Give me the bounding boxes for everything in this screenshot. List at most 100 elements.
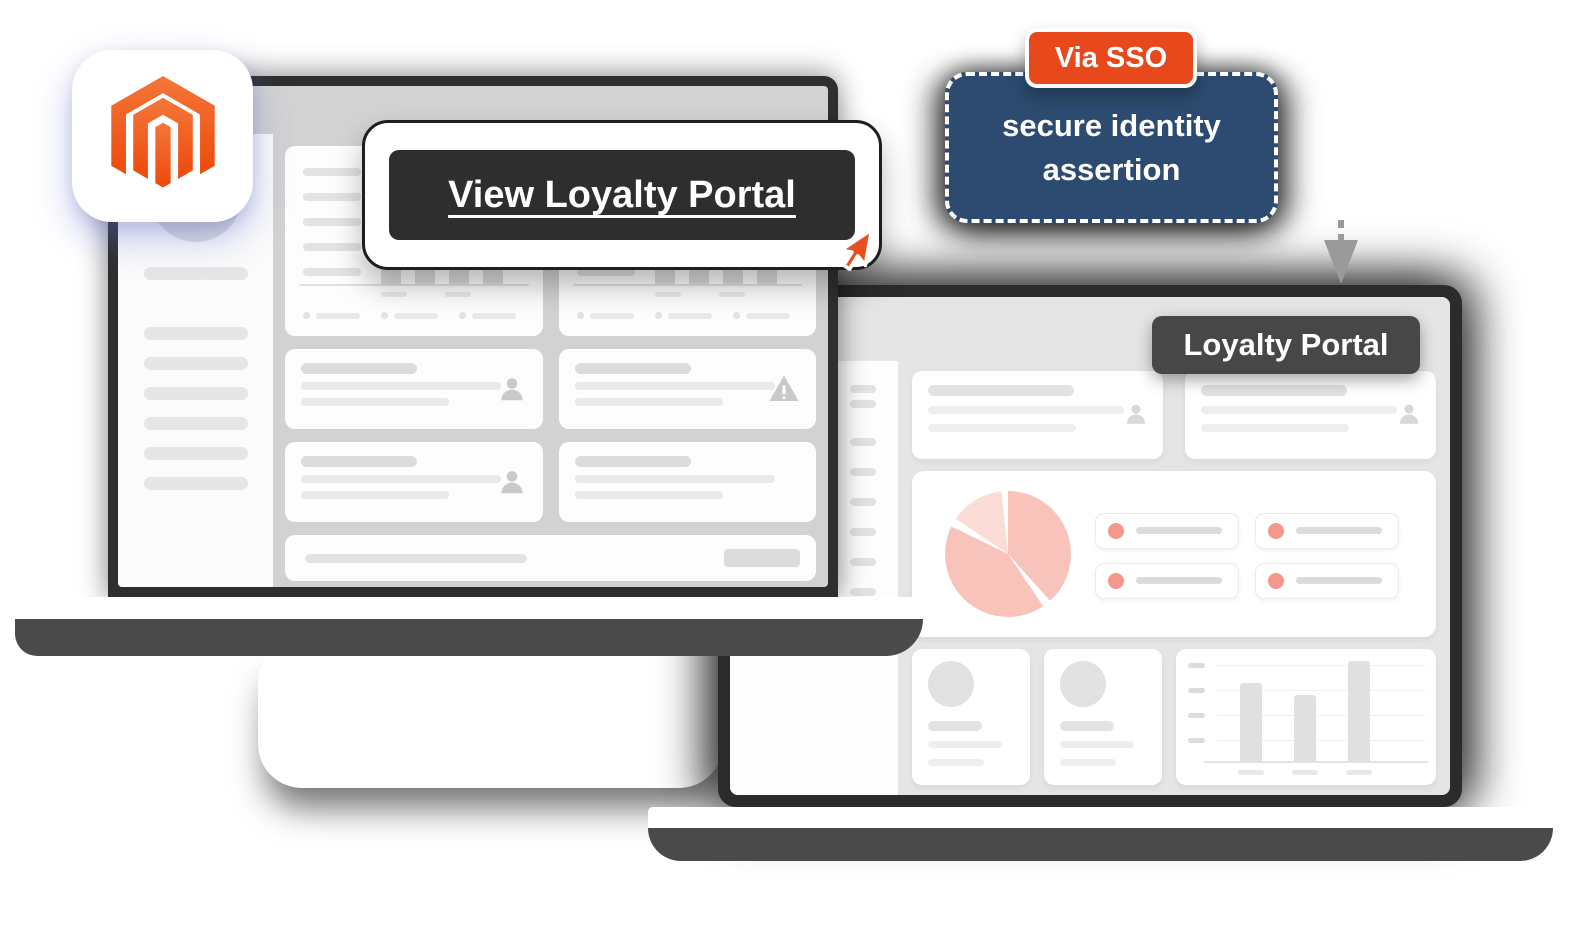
- skeleton-line: [500, 482, 523, 494]
- member-card: [912, 649, 1030, 785]
- sidebar-menu-line: [850, 588, 876, 596]
- skeleton-line: [1188, 713, 1205, 718]
- stat-dot: [1268, 573, 1284, 589]
- bar-chart-card: [1176, 649, 1436, 785]
- skeleton-line: [718, 292, 745, 297]
- legend-dot: [381, 312, 388, 319]
- record-card: [285, 442, 543, 522]
- skeleton-line: [303, 193, 361, 201]
- skeleton-line: [574, 456, 691, 467]
- skeleton-line: [1296, 577, 1382, 584]
- sidebar-menu-line: [850, 468, 876, 476]
- laptop-hinge: [648, 807, 1553, 828]
- skeleton-line: [574, 491, 723, 499]
- view-loyalty-portal-label: View Loyalty Portal: [448, 173, 796, 216]
- skeleton-line: [928, 385, 1074, 396]
- skeleton-line: [154, 122, 171, 188]
- skeleton-line: [1404, 404, 1414, 414]
- via-sso-label: Via SSO: [1054, 41, 1168, 74]
- magento-app-card: [72, 50, 253, 222]
- skeleton-line: [305, 554, 527, 563]
- person-icon: [500, 378, 523, 401]
- skeleton-line: [301, 475, 501, 483]
- admin-row-3: [285, 442, 816, 522]
- portal-body: [730, 361, 1450, 795]
- loyalty-portal-screen: [730, 297, 1450, 795]
- alert-card: [558, 349, 816, 429]
- skeleton-line: [303, 168, 361, 176]
- skeleton-line: [782, 396, 786, 400]
- skeleton-line: [1399, 414, 1419, 424]
- arrow-down-icon: [1338, 220, 1344, 240]
- stat-dot: [1108, 523, 1124, 539]
- skeleton-line: [1216, 665, 1426, 666]
- portal-bottom-cards: [912, 649, 1436, 785]
- legend-dot: [732, 312, 740, 319]
- skeleton-line: [928, 406, 1124, 414]
- skeleton-line: [445, 292, 471, 297]
- legend-dot: [459, 312, 466, 319]
- button-placeholder: [724, 549, 800, 567]
- sidebar-menu-line: [143, 357, 248, 370]
- skeleton-line: [667, 313, 712, 319]
- view-loyalty-portal-button[interactable]: View Loyalty Portal: [389, 150, 855, 240]
- skeleton-line: [1201, 424, 1349, 432]
- sso-callout-box: secure identity assertion: [945, 72, 1278, 223]
- skeleton-line: [1296, 527, 1382, 534]
- skeleton-line: [1188, 663, 1205, 668]
- skeleton-line: [316, 313, 360, 319]
- skeleton-line: [1060, 721, 1114, 731]
- record-card: [285, 349, 543, 429]
- skeleton-line: [1060, 759, 1116, 766]
- skeleton-line: [132, 97, 193, 179]
- loyalty-portal-badge-label: Loyalty Portal: [1183, 327, 1389, 362]
- skeleton-line: [301, 363, 417, 374]
- record-card: [558, 442, 816, 522]
- cursor-icon: [839, 227, 874, 271]
- sidebar-menu-line: [850, 528, 876, 536]
- sidebar-menu-line: [143, 327, 248, 340]
- sidebar-menu-line: [850, 558, 876, 566]
- skeleton-line: [1238, 770, 1264, 775]
- skeleton-line: [928, 721, 982, 731]
- skeleton-line: [1188, 688, 1205, 693]
- skeleton-line: [394, 313, 438, 319]
- axis-line: [572, 284, 802, 286]
- person-icon: [500, 471, 523, 494]
- stat-row: [1255, 563, 1399, 599]
- stat-row: [1255, 513, 1399, 549]
- skeleton-line: [589, 313, 634, 319]
- sidebar-menu-line: [143, 387, 248, 400]
- warning-icon: [769, 375, 799, 401]
- stat-dot: [1108, 573, 1124, 589]
- skeleton-line: [1060, 741, 1134, 748]
- legend-dot: [654, 312, 662, 319]
- bar: [1240, 683, 1262, 761]
- bar: [1294, 695, 1316, 761]
- skeleton-line: [301, 456, 417, 467]
- sidebar-menu-line: [143, 477, 248, 490]
- skeleton-line: [574, 363, 691, 374]
- legend-dot: [576, 312, 584, 319]
- loyalty-portal-badge: Loyalty Portal: [1152, 316, 1420, 374]
- skeleton-line: [928, 424, 1076, 432]
- skeleton-line: [782, 385, 786, 395]
- skeleton-line: [1216, 715, 1426, 716]
- sidebar-menu-line: [850, 438, 876, 446]
- person-icon: [1126, 404, 1146, 424]
- skeleton-line: [301, 491, 449, 499]
- skeleton-line: [506, 471, 517, 482]
- avatar: [928, 661, 974, 707]
- skeleton-line: [928, 741, 1002, 748]
- stat-dot: [1268, 523, 1284, 539]
- sidebar-menu-line: [143, 417, 248, 430]
- legend-dot: [303, 312, 310, 319]
- skeleton-line: [1201, 406, 1397, 414]
- portal-main: [898, 361, 1450, 795]
- skeleton-line: [1292, 770, 1318, 775]
- sidebar-menu-line: [850, 498, 876, 506]
- customer-card: [912, 371, 1163, 459]
- skeleton-line: [745, 313, 790, 319]
- skeleton-line: [301, 382, 501, 390]
